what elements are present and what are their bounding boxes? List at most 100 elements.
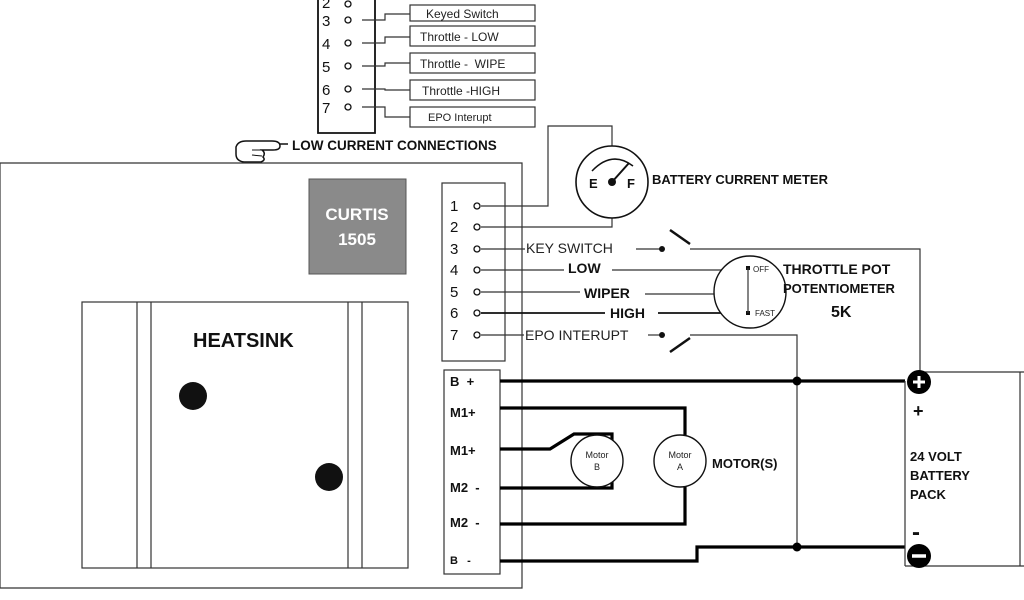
terminal-m1-upper: M1+: [450, 405, 476, 420]
meter-needle: [611, 162, 630, 183]
terminal-m2-lower: M2 -: [450, 515, 480, 530]
wiper-label: WIPER: [584, 285, 630, 301]
label-box-throttle-wipe: [409, 52, 536, 74]
signal-terminal-7: [473, 331, 481, 339]
battery-plus-label: +: [913, 401, 924, 421]
low-current-pin-3: 3: [322, 13, 330, 30]
signal-terminal-6: [473, 309, 481, 317]
low-current-pin-6: 6: [322, 82, 330, 99]
epo-switch-blade: [669, 336, 691, 354]
signal-pin-7: 7: [450, 327, 458, 344]
label-box-throttle-high: [409, 79, 536, 101]
battery-line3: PACK: [910, 487, 946, 502]
terminal-m1-lower: M1+: [450, 443, 476, 458]
signal-terminal-5: [473, 288, 481, 296]
throttle-pot-body: [713, 255, 787, 329]
low-label: LOW: [568, 260, 601, 276]
epo-label: EPO INTERUPT: [525, 327, 629, 343]
throttle-off-label: OFF: [753, 265, 769, 274]
meter-empty-label: E: [589, 176, 598, 191]
high-label: HIGH: [610, 305, 645, 321]
motor-a: [653, 434, 707, 488]
low-current-pin-7: 7: [322, 100, 330, 117]
label-box-epo-interupt: [409, 106, 536, 128]
motor-b-line2: B: [594, 462, 600, 472]
motors-label: MOTOR(S): [712, 456, 777, 471]
controller-body: CURTIS 1505 HEATSINK: [0, 162, 523, 589]
low-current-pin-4: 4: [322, 36, 330, 53]
throttle-title-line2: POTENTIOMETER: [783, 281, 896, 296]
plus-icon: [913, 376, 925, 388]
key-switch-circuit: KEY SWITCH: [481, 228, 921, 372]
motor-a-line2: A: [677, 462, 683, 472]
throttle-title-line3: 5K: [831, 304, 852, 321]
curtis-badge: [308, 178, 407, 275]
low-current-terminal-6: [344, 85, 352, 93]
motor-b-line1: Motor: [585, 450, 608, 460]
wire-meter-pin2: [481, 218, 613, 228]
label-throttle-wipe: Throttle - WIPE: [420, 57, 505, 71]
junction-b-negative: [792, 542, 802, 552]
low-current-terminal-4: [344, 39, 352, 47]
terminal-b-positive: B +: [450, 374, 475, 389]
pointing-hand-icon: [235, 140, 288, 163]
signal-terminal-2: [473, 223, 481, 231]
key-switch-contact: [659, 246, 665, 252]
wire-epo-to-battery-negative: [690, 334, 798, 548]
leader-throttle-wipe: [362, 62, 410, 67]
low-current-terminal-3: [344, 16, 352, 24]
leader-throttle-low: [362, 36, 410, 44]
signal-terminal-1: [473, 202, 481, 210]
heatsink: [81, 301, 409, 569]
signal-connector-body: [441, 182, 506, 362]
low-current-terminal-2: [344, 0, 352, 8]
battery-line2: BATTERY: [910, 468, 970, 483]
battery-pack: + 24 VOLT BATTERY PACK -: [904, 370, 1024, 568]
low-current-heading: LOW CURRENT CONNECTIONS: [292, 138, 497, 153]
controller-outline: [0, 162, 523, 589]
leader-throttle-high: [362, 88, 410, 91]
wire-meter-pin1: [481, 125, 613, 207]
power-terminal-body: [443, 369, 501, 575]
motor-b: [570, 434, 624, 488]
epo-circuit: EPO INTERUPT: [481, 327, 798, 548]
wire-b-negative: [500, 545, 905, 563]
wire-motor-b-loop: [500, 432, 614, 490]
mounting-hole-lower: [315, 463, 343, 491]
curtis-badge-line2: 1505: [338, 230, 376, 249]
signal-terminal-3: [473, 245, 481, 253]
signal-connector: 1 2 3 4 5 6 7: [441, 182, 506, 362]
meter-pivot: [608, 178, 616, 186]
throttle-fast-label: FAST: [755, 309, 775, 318]
signal-pin-2: 2: [450, 219, 458, 236]
battery-line1: 24 VOLT: [910, 449, 962, 464]
motors: Motor B Motor A MOTOR(S): [570, 434, 777, 488]
low-current-pin-5: 5: [322, 59, 330, 76]
wire-key-switch-to-battery: [690, 248, 921, 372]
curtis-badge-line1: CURTIS: [325, 205, 388, 224]
throttle-title-line1: THROTTLE POT: [783, 261, 891, 277]
motor-a-line1: Motor: [668, 450, 691, 460]
throttle-pot-circuit: LOW WIPER HIGH OFF FAST THROTTLE POT POT…: [481, 255, 896, 329]
leader-epo-interupt: [362, 106, 410, 118]
label-throttle-high: Throttle -HIGH: [422, 84, 500, 98]
signal-pin-3: 3: [450, 241, 458, 258]
label-box-keyed-switch: [409, 4, 536, 22]
leader-keyed-switch: [362, 13, 410, 21]
power-terminal-strip: B + M1+ M1+ M2 - M2 - B -: [443, 369, 501, 575]
meter-title: BATTERY CURRENT METER: [652, 172, 829, 187]
low-current-terminal-7: [344, 103, 352, 111]
signal-pin-4: 4: [450, 262, 458, 279]
label-box-throttle-low: [409, 25, 536, 47]
signal-pin-1: 1: [450, 198, 458, 215]
terminal-m2-upper: M2 -: [450, 480, 480, 495]
low-current-connections: 2 3 4 5 6 7 Keyed Switch Throttle - LOW …: [235, 0, 536, 163]
epo-contact: [659, 332, 665, 338]
label-throttle-low: Throttle - LOW: [420, 30, 499, 44]
low-current-terminal-5: [344, 62, 352, 70]
key-switch-label: KEY SWITCH: [526, 240, 613, 256]
low-current-pin-2: 2: [322, 0, 330, 12]
junction-b-positive: [792, 376, 802, 386]
signal-pin-5: 5: [450, 284, 458, 301]
